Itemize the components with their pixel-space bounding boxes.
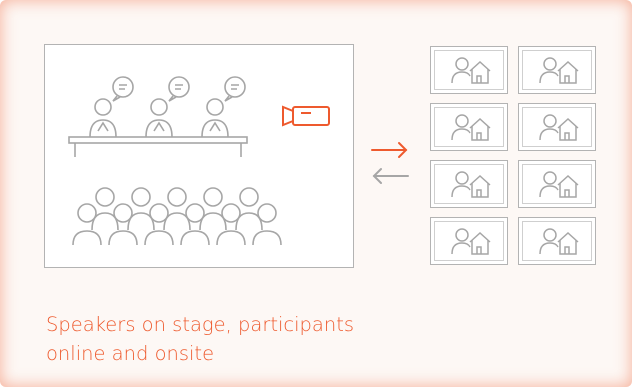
audience-person-icon [91, 187, 119, 231]
speaker-with-speech-bubble-icon [145, 76, 190, 138]
tile-frame [522, 221, 592, 261]
stage-illustration [68, 76, 330, 246]
remote-participant-home-icon [539, 57, 579, 84]
arrow-left-icon [372, 168, 409, 184]
remote-participant-home-icon [539, 171, 579, 198]
tile-frame [434, 164, 504, 204]
audience-group [72, 187, 282, 246]
caption: Speakers on stage, participants online a… [46, 310, 466, 368]
speaker-table [68, 136, 248, 157]
remote-participant-tile [430, 217, 508, 265]
tile-frame [434, 107, 504, 147]
tile-frame [434, 50, 504, 90]
remote-participant-tile [430, 46, 508, 94]
remote-participant-tile [430, 103, 508, 151]
caption-line-2: online and onsite [46, 342, 215, 365]
audience-person-icon [252, 203, 282, 246]
speaker-with-speech-bubble-icon [89, 76, 134, 138]
tile-frame [522, 50, 592, 90]
remote-participant-tile [518, 46, 596, 94]
remote-participant-home-icon [451, 171, 491, 198]
tile-frame [522, 107, 592, 147]
remote-participant-home-icon [539, 114, 579, 141]
remote-participant-tile [518, 160, 596, 208]
audience-person-icon [216, 203, 246, 246]
tile-frame [434, 221, 504, 261]
audience-person-icon [235, 187, 263, 231]
audience-person-icon [199, 187, 227, 231]
video-camera-icon [282, 105, 330, 127]
speaker-with-speech-bubble-icon [201, 76, 246, 138]
remote-participant-tile [518, 103, 596, 151]
audience-person-icon [163, 187, 191, 231]
remote-participant-home-icon [539, 228, 579, 255]
remote-participant-home-icon [451, 228, 491, 255]
audience-person-icon [108, 203, 138, 246]
audience-person-icon [144, 203, 174, 246]
audience-person-icon [127, 187, 155, 231]
sync-arrows [371, 142, 409, 184]
caption-line-1: Speakers on stage, participants [46, 313, 355, 336]
stage-panel [44, 44, 354, 268]
remote-participant-tile [518, 217, 596, 265]
remote-participant-tile [430, 160, 508, 208]
tile-frame [522, 164, 592, 204]
audience-person-icon [72, 203, 102, 246]
audience-person-icon [180, 203, 210, 246]
arrow-right-icon [371, 142, 408, 158]
remote-participant-home-icon [451, 114, 491, 141]
remote-participant-home-icon [451, 57, 491, 84]
